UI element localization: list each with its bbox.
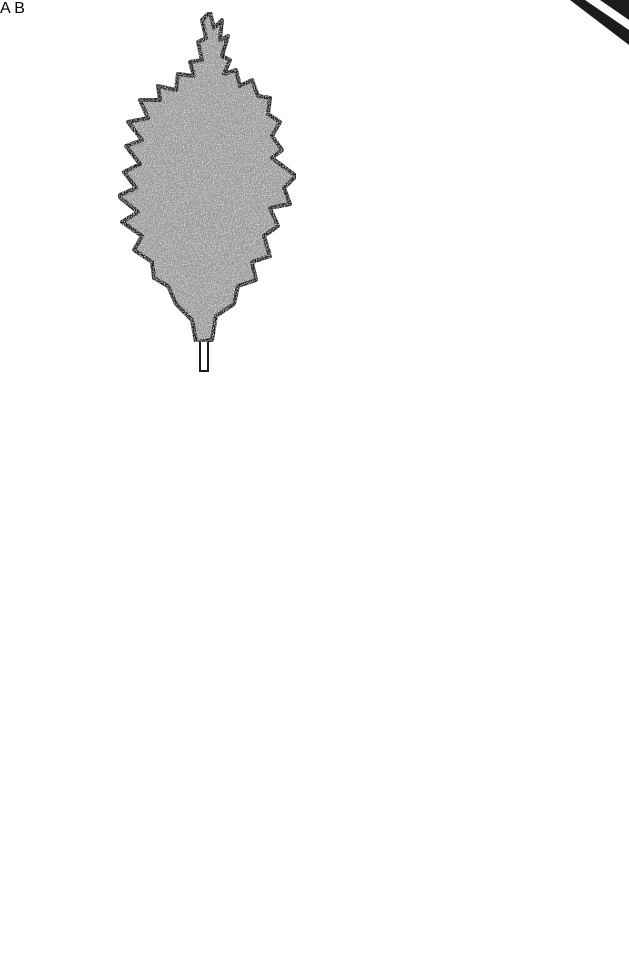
corner-arrow-fragment: [570, 0, 629, 45]
tree-top-section: [118, 12, 296, 371]
